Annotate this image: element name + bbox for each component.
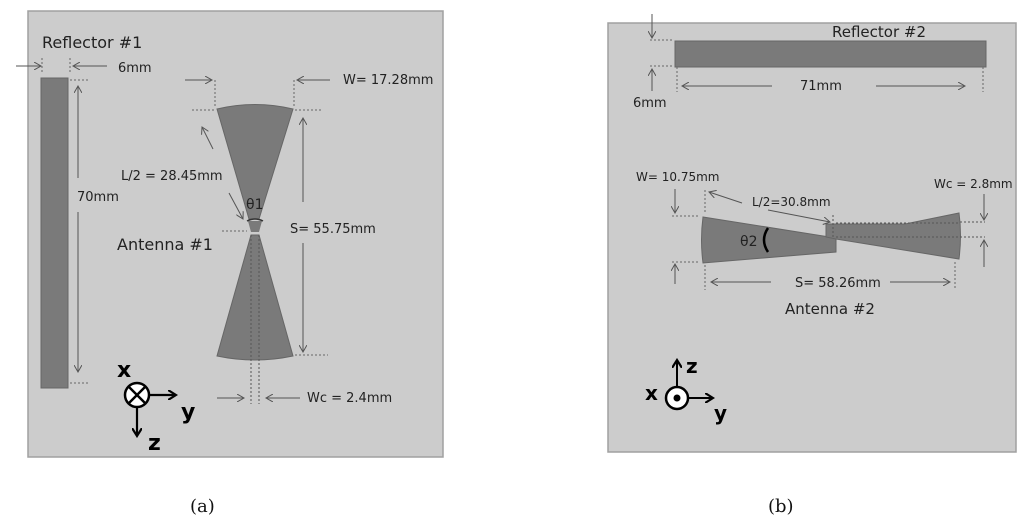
panel-a: Reflector #1 6mm 70mm θ1 W= 17.28mm	[16, 10, 444, 517]
axis-x-label-b: x	[645, 381, 658, 405]
antenna-2-label: Antenna #2	[785, 300, 875, 318]
axis-z-label-b: z	[686, 354, 698, 378]
caption-b: (b)	[768, 496, 794, 517]
reflector-2-label: Reflector #2	[832, 23, 926, 41]
antenna-1-upper-arm	[216, 104, 294, 220]
reflector-1	[40, 77, 69, 389]
antenna-1-width: W= 17.28mm	[343, 73, 433, 88]
reflector-1-thickness: 6mm	[118, 61, 152, 76]
reflector-2-length: 71mm	[800, 79, 842, 94]
reflector-2-thickness: 6mm	[633, 96, 667, 111]
reflector-1-label: Reflector #1	[42, 33, 142, 52]
reflector-2	[674, 40, 987, 68]
antenna-2-spacing: S= 58.26mm	[795, 276, 881, 291]
axis-z-label: z	[148, 431, 161, 456]
axis-y-label: y	[181, 400, 195, 425]
antenna-2-width: W= 10.75mm	[636, 170, 719, 184]
coordinate-axes-b: x y z	[645, 354, 727, 425]
antenna-2-half-length: L/2=30.8mm	[752, 195, 831, 209]
antenna-1-label: Antenna #1	[117, 235, 213, 254]
axis-x-label: x	[117, 358, 131, 383]
caption-a: (a)	[190, 496, 215, 517]
antenna-1-center-width: Wc = 2.4mm	[307, 391, 392, 406]
reflector-1-length: 70mm	[77, 190, 119, 205]
antenna-2-right-arm	[825, 212, 961, 260]
angle-theta-2: θ2	[740, 234, 757, 250]
panel-a-background	[27, 10, 444, 458]
panel-b: Reflector #2 6mm 71mm θ2 W= 10.75mm	[607, 14, 1017, 517]
antenna-1-upper-feed	[248, 221, 262, 232]
axis-y-label-b: y	[714, 401, 727, 425]
antenna-1-spacing: S= 55.75mm	[290, 222, 376, 237]
antenna-2-left-arm	[701, 216, 837, 264]
coordinate-axes-a: x y z	[117, 358, 195, 456]
antenna-1-half-length: L/2 = 28.45mm	[121, 169, 223, 184]
antenna-2-center-width: Wc = 2.8mm	[934, 177, 1013, 191]
angle-theta-1: θ1	[246, 197, 263, 213]
